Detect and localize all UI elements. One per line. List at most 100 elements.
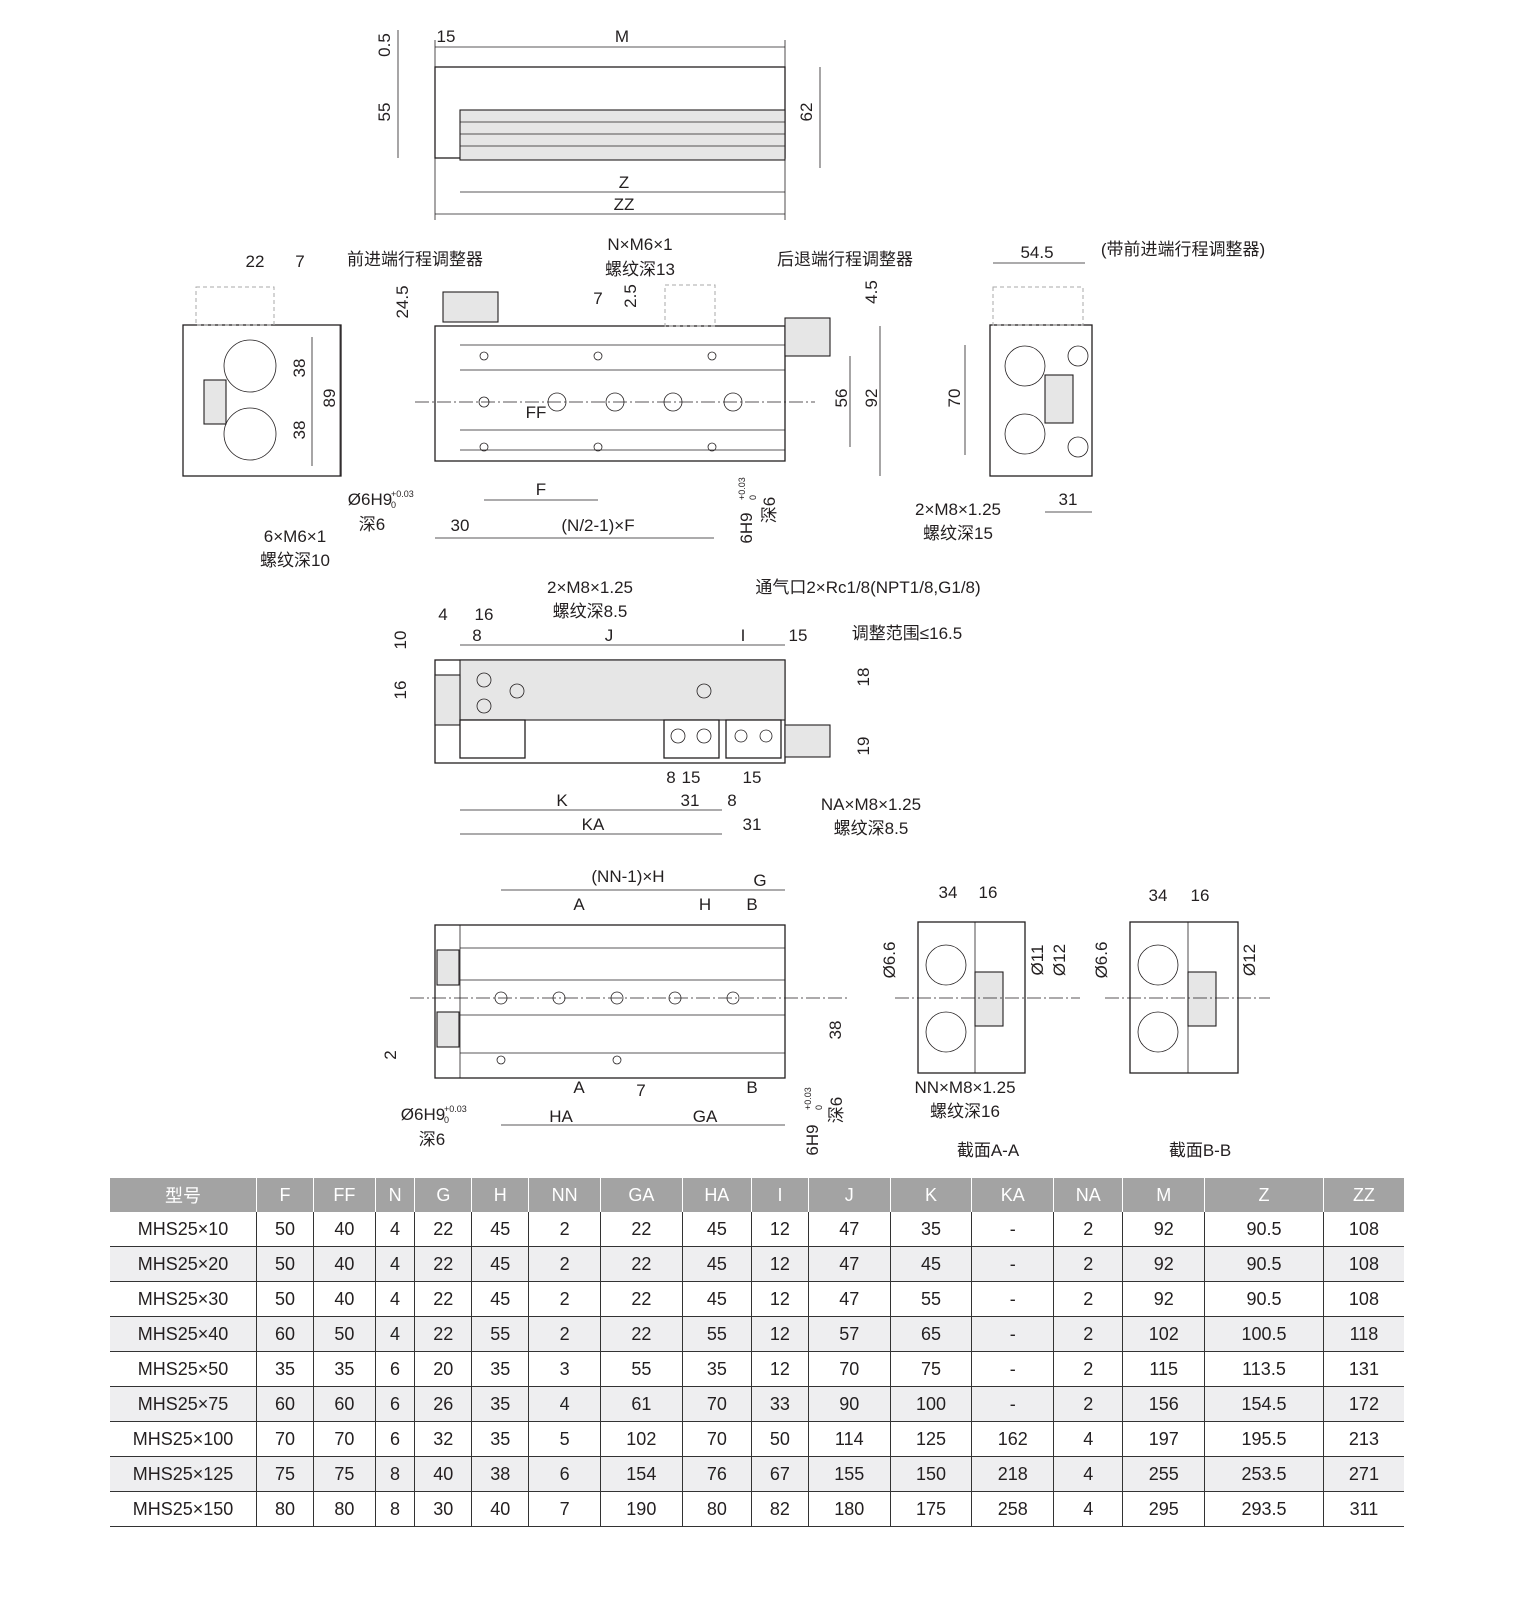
value-cell: 8 <box>374 1456 415 1492</box>
dim-label: FF <box>526 403 547 422</box>
dim-label: 2.5 <box>621 284 640 308</box>
dim-label: 4.5 <box>862 280 881 304</box>
value-cell: 197 <box>1122 1421 1205 1457</box>
value-cell: 67 <box>750 1456 809 1492</box>
dim-label: 19 <box>854 737 873 756</box>
value-cell: 82 <box>750 1491 809 1527</box>
value-cell: 258 <box>971 1491 1054 1527</box>
dim-label: 深6 <box>419 1130 445 1149</box>
value-cell: 61 <box>599 1386 683 1422</box>
dim-label: 15 <box>682 768 701 787</box>
value-cell: 26 <box>414 1386 472 1422</box>
value-cell: 60 <box>256 1316 314 1352</box>
value-cell: 65 <box>889 1316 972 1352</box>
value-cell: 40 <box>414 1456 472 1492</box>
dim-label: B <box>746 895 757 914</box>
value-cell: 75 <box>256 1456 314 1492</box>
value-cell: 12 <box>750 1281 809 1317</box>
value-cell: 90.5 <box>1204 1212 1324 1247</box>
dim-label: 4 <box>438 605 447 624</box>
dim-label: A <box>573 895 585 914</box>
value-cell: 12 <box>750 1212 809 1247</box>
value-cell: 47 <box>807 1212 891 1247</box>
value-cell: - <box>971 1212 1054 1247</box>
value-cell: 45 <box>471 1281 529 1317</box>
value-cell: - <box>971 1246 1054 1282</box>
value-cell: 35 <box>471 1386 529 1422</box>
annotation-label: 螺纹深10 <box>260 551 330 570</box>
value-cell: 50 <box>750 1421 809 1457</box>
dim-label: I <box>741 626 746 645</box>
dim-label: 24.5 <box>393 285 412 318</box>
column-header: FF <box>312 1178 376 1212</box>
dim-label: (N/2-1)×F <box>561 516 634 535</box>
dim-label: 30 <box>451 516 470 535</box>
value-cell: 45 <box>681 1281 752 1317</box>
value-cell: 218 <box>971 1456 1054 1492</box>
value-cell: 2 <box>528 1316 601 1352</box>
value-cell: 2 <box>1053 1212 1123 1247</box>
value-cell: - <box>971 1386 1054 1422</box>
value-cell: 80 <box>256 1491 314 1527</box>
dim-label: KA <box>582 815 605 834</box>
value-cell: 253.5 <box>1204 1456 1324 1492</box>
dim-label: 16 <box>1191 886 1210 905</box>
value-cell: 22 <box>414 1281 472 1317</box>
value-cell: 22 <box>599 1316 683 1352</box>
dim-label: 34 <box>1149 886 1168 905</box>
dim-label: 7 <box>295 252 304 271</box>
value-cell: 92 <box>1122 1212 1205 1247</box>
value-cell: 35 <box>312 1351 376 1387</box>
value-cell: 4 <box>374 1246 415 1282</box>
dim-label: GA <box>693 1107 718 1126</box>
dim-label: Ø12 <box>1240 944 1259 976</box>
dim-label: Ø12 <box>1050 944 1069 976</box>
dim-label: Z <box>619 173 629 192</box>
value-cell: 311 <box>1322 1491 1404 1527</box>
value-cell: 213 <box>1322 1421 1404 1457</box>
column-header: ZZ <box>1322 1178 1404 1212</box>
column-header: NN <box>528 1178 601 1212</box>
column-header: H <box>471 1178 529 1212</box>
value-cell: 195.5 <box>1204 1421 1324 1457</box>
value-cell: 60 <box>256 1386 314 1422</box>
column-header: N <box>374 1178 415 1212</box>
value-cell: 8 <box>374 1491 415 1527</box>
value-cell: 40 <box>312 1246 376 1282</box>
dim-label: 15 <box>789 626 808 645</box>
value-cell: 70 <box>312 1421 376 1457</box>
dim-label: 16 <box>979 883 998 902</box>
dim-label: 深6 <box>760 497 779 523</box>
value-cell: 60 <box>312 1386 376 1422</box>
value-cell: 50 <box>256 1212 314 1247</box>
value-cell: 162 <box>971 1421 1054 1457</box>
tolerance-upper: +0.03 <box>444 1104 467 1114</box>
dim-label: 54.5 <box>1020 243 1053 262</box>
dim-label: 8 <box>727 791 736 810</box>
value-cell: 35 <box>681 1351 752 1387</box>
annotation-label: NN×M8×1.25 <box>914 1078 1015 1097</box>
dim-label: 0.5 <box>375 33 394 57</box>
value-cell: 295 <box>1122 1491 1205 1527</box>
tolerance-upper: +0.03 <box>391 489 414 499</box>
dim-label: Ø11 <box>1028 945 1047 976</box>
value-cell: 22 <box>414 1212 472 1247</box>
dim-label: 31 <box>743 815 762 834</box>
value-cell: 4 <box>1053 1421 1123 1457</box>
dimension-drawing: 0.5 15 M 55 62 Z ZZ 22 <box>182 27 1270 1160</box>
value-cell: 118 <box>1322 1316 1404 1352</box>
value-cell: 6 <box>528 1456 601 1492</box>
tolerance-lower: 0 <box>391 500 396 510</box>
value-cell: - <box>971 1281 1054 1317</box>
column-header: G <box>414 1178 472 1212</box>
tolerance-lower: 0 <box>748 495 758 500</box>
dim-label: 62 <box>797 103 816 122</box>
value-cell: 35 <box>889 1212 972 1247</box>
value-cell: 114 <box>807 1421 891 1457</box>
value-cell: 100.5 <box>1204 1316 1324 1352</box>
